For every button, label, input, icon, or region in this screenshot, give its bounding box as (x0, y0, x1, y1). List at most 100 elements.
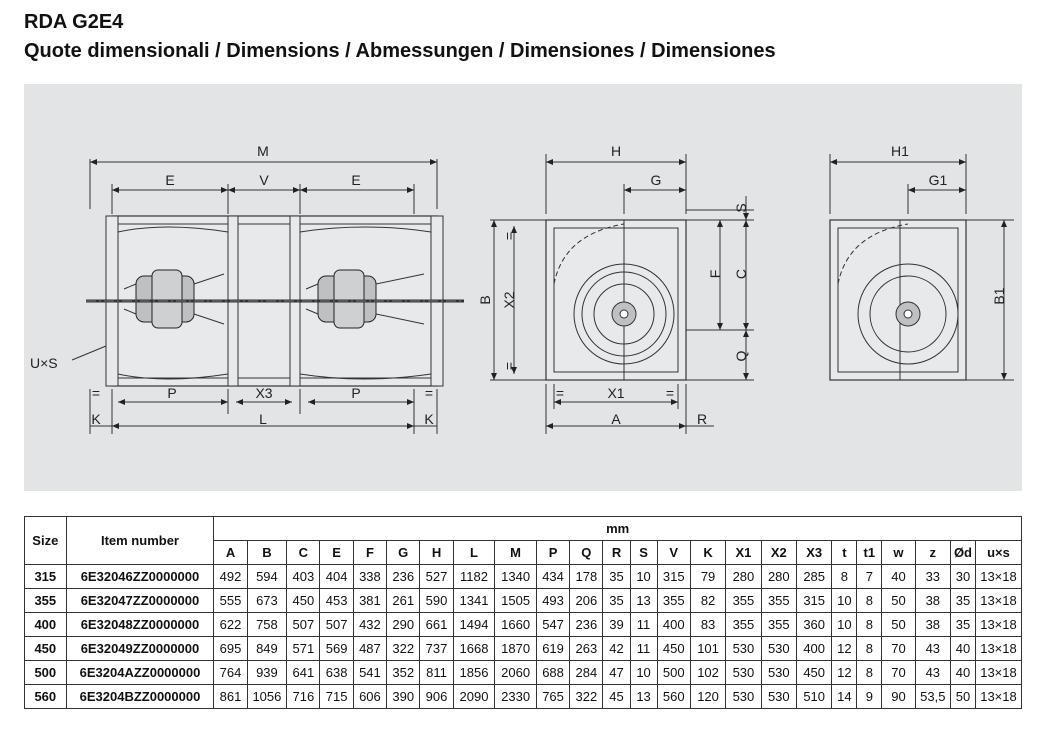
value-cell: 510 (795, 684, 833, 709)
value-cell: 695 (213, 636, 248, 661)
column-header: X2 (760, 540, 798, 565)
column-header: V (656, 540, 691, 565)
value-cell: 8 (856, 588, 883, 613)
size-cell: 400 (24, 612, 67, 637)
label-A: A (611, 411, 621, 427)
value-cell: 400 (656, 612, 691, 637)
value-cell: 35 (602, 588, 631, 613)
value-cell: 53,5 (914, 684, 951, 709)
value-cell: 390 (386, 684, 421, 709)
value-cell: 355 (725, 612, 762, 637)
value-cell: 403 (286, 564, 321, 589)
value-cell: 530 (760, 684, 798, 709)
value-cell: 530 (725, 636, 762, 661)
value-cell: 764 (213, 660, 248, 685)
item-number-cell: 6E32046ZZ0000000 (65, 564, 215, 589)
value-cell: 263 (569, 636, 604, 661)
label-S: S (733, 203, 749, 212)
page-title: RDA G2E4 (24, 11, 124, 33)
value-cell: 1341 (452, 588, 496, 613)
value-cell: 261 (386, 588, 421, 613)
label-eq-x1-left: = (556, 385, 564, 401)
label-E-right: E (351, 172, 360, 188)
value-cell: 527 (419, 564, 454, 589)
value-cell: 571 (286, 636, 321, 661)
value-cell: 38 (914, 612, 951, 637)
value-cell: 939 (246, 660, 288, 685)
value-cell: 861 (213, 684, 248, 709)
value-cell: 102 (689, 660, 727, 685)
size-cell: 560 (24, 684, 67, 709)
value-cell: 8 (856, 636, 883, 661)
value-cell: 641 (286, 660, 321, 685)
value-cell: 11 (629, 612, 658, 637)
item-number-cell: 6E32049ZZ0000000 (65, 636, 215, 661)
value-cell: 315 (795, 588, 833, 613)
label-eq-x1-right: = (666, 385, 674, 401)
value-cell: 70 (881, 660, 916, 685)
value-cell: 70 (881, 636, 916, 661)
label-K-left: K (91, 411, 101, 427)
value-cell: 10 (629, 564, 658, 589)
value-cell: 10 (831, 612, 858, 637)
value-cell: 355 (656, 588, 691, 613)
label-L: L (259, 411, 267, 427)
column-header: u×s (974, 540, 1023, 565)
value-cell: 35 (602, 564, 631, 589)
value-cell: 79 (689, 564, 727, 589)
value-cell: 9 (856, 684, 883, 709)
value-cell: 1856 (452, 660, 496, 685)
column-header: Q (569, 540, 604, 565)
value-cell: 236 (569, 612, 604, 637)
value-cell: 13 (629, 588, 658, 613)
column-header: L (452, 540, 496, 565)
value-cell: 13×18 (974, 588, 1023, 613)
value-cell: 13×18 (974, 684, 1023, 709)
label-C: C (733, 269, 749, 279)
value-cell: 355 (760, 612, 798, 637)
label-G: G (651, 172, 662, 188)
label-P-left: P (167, 385, 176, 401)
value-cell: 737 (419, 636, 454, 661)
value-cell: 206 (569, 588, 604, 613)
label-X2: X2 (501, 291, 517, 308)
value-cell: 507 (286, 612, 321, 637)
column-header: t (831, 540, 858, 565)
column-header: t1 (856, 540, 883, 565)
value-cell: 236 (386, 564, 421, 589)
value-cell: 2090 (452, 684, 496, 709)
value-cell: 322 (569, 684, 604, 709)
column-header: H (419, 540, 454, 565)
value-cell: 43 (914, 660, 951, 685)
value-cell: 2060 (494, 660, 537, 685)
value-cell: 10 (831, 588, 858, 613)
label-P-right: P (351, 385, 360, 401)
value-cell: 715 (319, 684, 354, 709)
value-cell: 39 (602, 612, 631, 637)
label-F: F (707, 270, 723, 279)
value-cell: 638 (319, 660, 354, 685)
value-cell: 487 (352, 636, 388, 661)
item-number-cell: 6E32047ZZ0000000 (65, 588, 215, 613)
value-cell: 12 (831, 636, 858, 661)
column-header: X3 (795, 540, 833, 565)
label-K-right: K (424, 411, 434, 427)
column-header: S (629, 540, 658, 565)
value-cell: 906 (419, 684, 454, 709)
value-cell: 673 (246, 588, 288, 613)
value-cell: 30 (949, 564, 976, 589)
column-header: R (602, 540, 631, 565)
value-cell: 315 (656, 564, 691, 589)
label-H1: H1 (891, 143, 909, 159)
column-header: M (494, 540, 537, 565)
value-cell: 1870 (494, 636, 537, 661)
item-number-cell: 6E3204AZZ0000000 (65, 660, 215, 685)
value-cell: 38 (914, 588, 951, 613)
size-cell: 500 (24, 660, 67, 685)
value-cell: 1505 (494, 588, 537, 613)
column-header: P (535, 540, 571, 565)
value-cell: 33 (914, 564, 951, 589)
